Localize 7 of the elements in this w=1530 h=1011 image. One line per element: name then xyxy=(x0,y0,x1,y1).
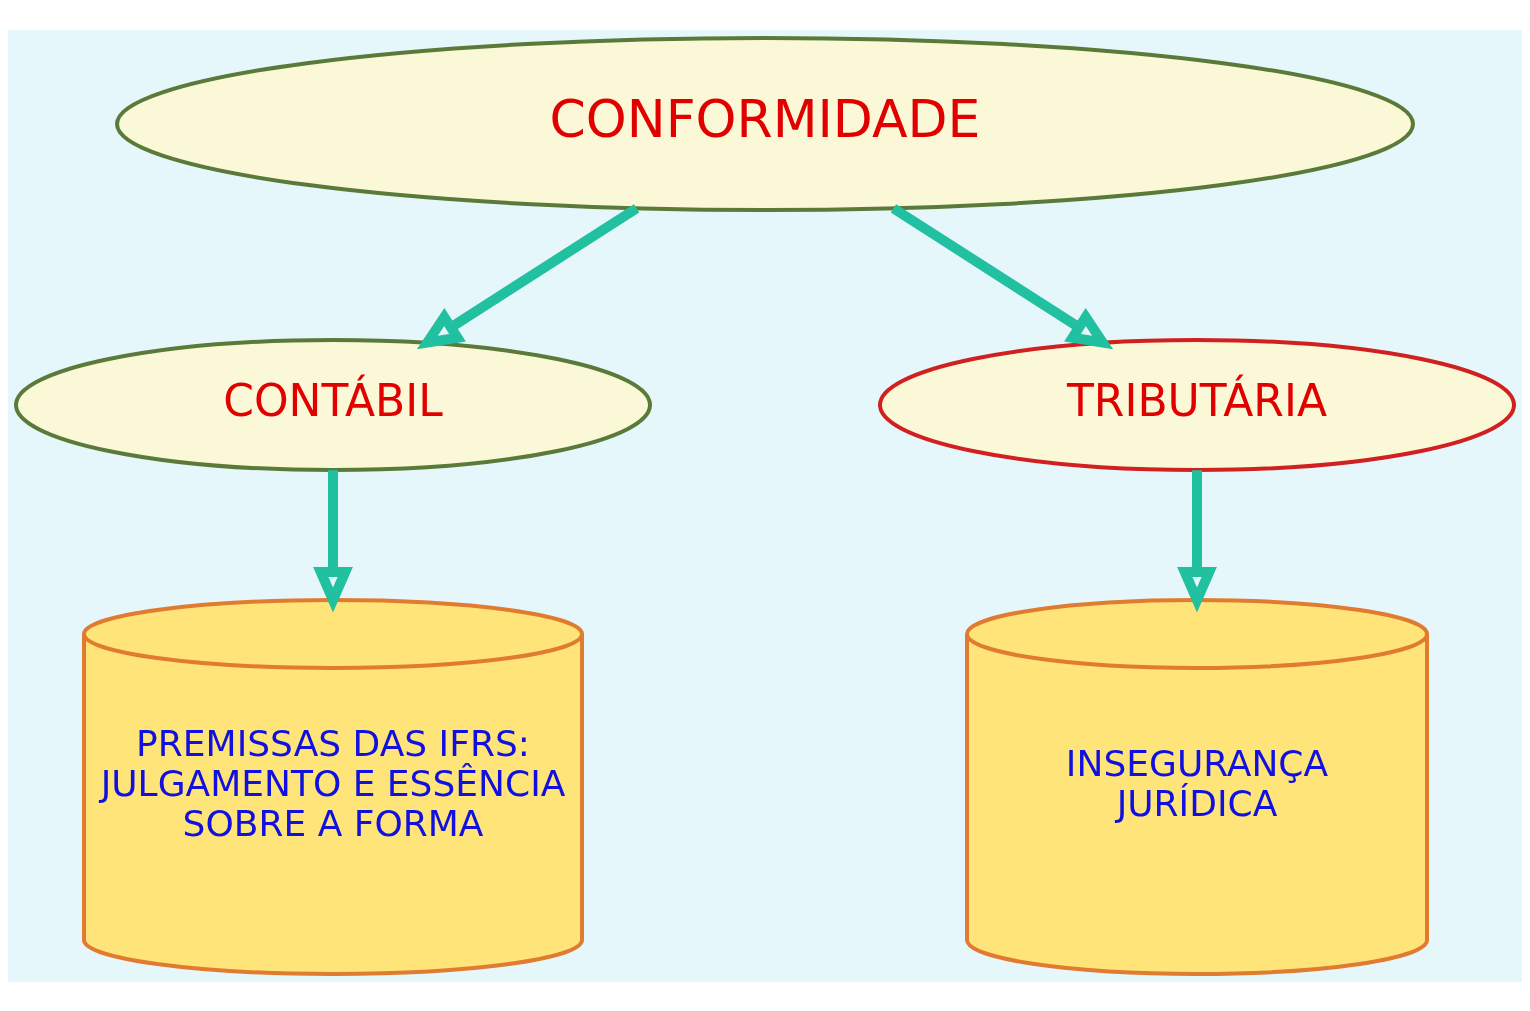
arrow xyxy=(1177,469,1217,612)
arrow xyxy=(313,469,353,612)
arrow xyxy=(890,203,1114,349)
node-ellipse: CONTÁBIL xyxy=(14,337,652,472)
node-ellipse: CONFORMIDADE xyxy=(115,35,1415,212)
arrow xyxy=(416,203,640,349)
node-ellipse: TRIBUTÁRIA xyxy=(878,337,1516,472)
